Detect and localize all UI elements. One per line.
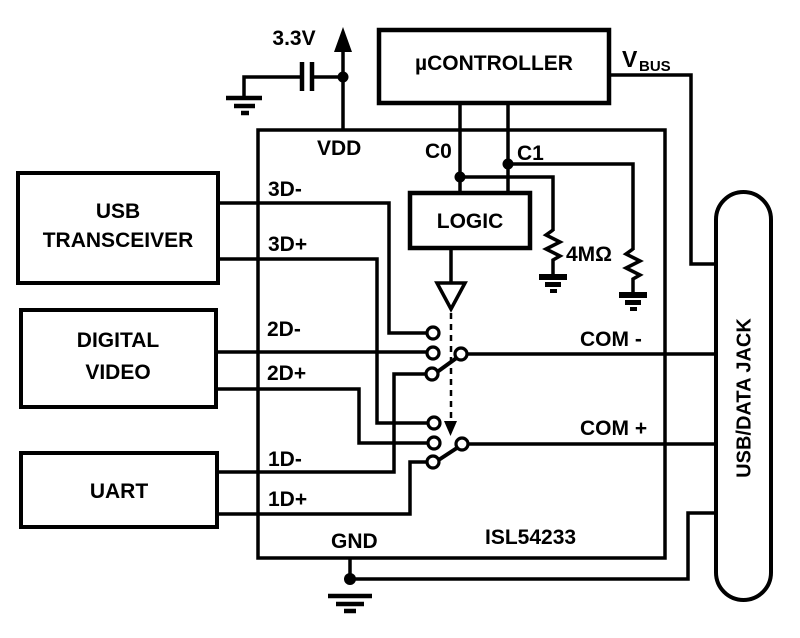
supply-arrow-up-icon (334, 27, 352, 52)
c1-pulldown-wire (508, 162, 635, 250)
ground-icon-bottom (328, 593, 372, 614)
uart-block: UART (19, 451, 219, 529)
ground-icon-resistor-2 (619, 292, 647, 311)
net-1d-plus (217, 460, 427, 516)
contact-1d-minus (424, 366, 440, 382)
c0-pulldown-wire (460, 175, 555, 231)
switch-control-arrow-icon (444, 421, 457, 436)
contact-2d-minus (425, 345, 441, 361)
pin-label-2d-plus: 2D+ (267, 362, 306, 385)
switch-com-plus: COM + (425, 415, 716, 470)
gnd-wire (348, 511, 716, 581)
pin-labels: 3D- 3D+ 2D- 2D+ 1D- 1D+ (267, 178, 307, 511)
resistor-2-icon (622, 247, 644, 292)
usb-data-jack: USB/DATA JACK (714, 190, 773, 602)
com-minus-label: COM - (580, 328, 642, 351)
net-3d-plus (218, 257, 428, 425)
jack-outline (714, 190, 773, 602)
vbus-label-sub: BUS (639, 58, 671, 75)
c0-label: C0 (425, 140, 452, 163)
pin-label-1d-plus: 1D+ (268, 488, 307, 511)
logic-box (407, 190, 533, 251)
resistor-1-icon (542, 228, 564, 274)
c1-label: C1 (517, 142, 544, 165)
contact-1d-plus (425, 454, 441, 470)
usb-transceiver-block: USB TRANSCEIVER (16, 171, 220, 285)
uart-box (19, 451, 219, 529)
net-2d-plus (216, 387, 428, 445)
gnd-junction-dot (344, 573, 356, 585)
control-lines: C0 C1 (425, 103, 635, 250)
logic-block: LOGIC (407, 190, 533, 436)
net-3d-minus (218, 201, 427, 335)
logic-label: LOGIC (437, 210, 504, 233)
cap-left-wire (242, 75, 302, 96)
switch-com-minus: COM - (424, 325, 716, 382)
digital-video-box (19, 308, 218, 409)
pin-label-2d-minus: 2D- (267, 318, 301, 341)
vbus-wire (609, 73, 716, 266)
vbus-label-main: V (622, 46, 638, 72)
pin-label-1d-minus: 1D- (268, 448, 302, 471)
gnd-net (328, 511, 716, 614)
pullup-value-label: 4MΩ (566, 243, 612, 266)
signal-nets (216, 201, 428, 516)
power-supply-3v3: 3.3V (226, 27, 352, 130)
ground-icon-top (226, 95, 262, 116)
pin-label-3d-plus: 3D+ (268, 233, 307, 256)
usb-transceiver-label-line1: USB (96, 200, 140, 223)
usb-transceiver-box (16, 171, 220, 285)
ground-icon-resistor-1 (539, 274, 567, 293)
contact-3d-plus (426, 415, 442, 431)
gnd-pin-label: GND (331, 530, 378, 553)
part-number-label: ISL54233 (485, 526, 576, 549)
microcontroller-block: µCONTROLLER (376, 27, 612, 106)
supply-voltage-label: 3.3V (272, 27, 315, 50)
digital-video-block: DIGITAL VIDEO (19, 308, 218, 409)
microcontroller-label: µCONTROLLER (415, 52, 573, 75)
pole-com-plus (454, 436, 470, 452)
pulldown-resistors: 4MΩ (539, 228, 647, 311)
net-1d-minus (217, 372, 427, 474)
vbus-net: V BUS (609, 46, 716, 266)
buffer-triangle-icon (434, 281, 468, 313)
pole-com-minus (453, 346, 469, 362)
com-plus-label: COM + (580, 417, 647, 440)
jack-label: USB/DATA JACK (734, 318, 756, 478)
microcontroller-box (376, 27, 612, 106)
digital-video-label-line1: DIGITAL (77, 329, 160, 352)
uart-label: UART (90, 480, 148, 503)
vdd-pin-label: VDD (317, 137, 361, 160)
pin-label-3d-minus: 3D- (268, 178, 302, 201)
digital-video-label-line2: VIDEO (85, 361, 150, 384)
contact-3d-minus (425, 325, 441, 341)
contact-2d-plus (426, 435, 442, 451)
usb-transceiver-label-line2: TRANSCEIVER (43, 229, 194, 252)
